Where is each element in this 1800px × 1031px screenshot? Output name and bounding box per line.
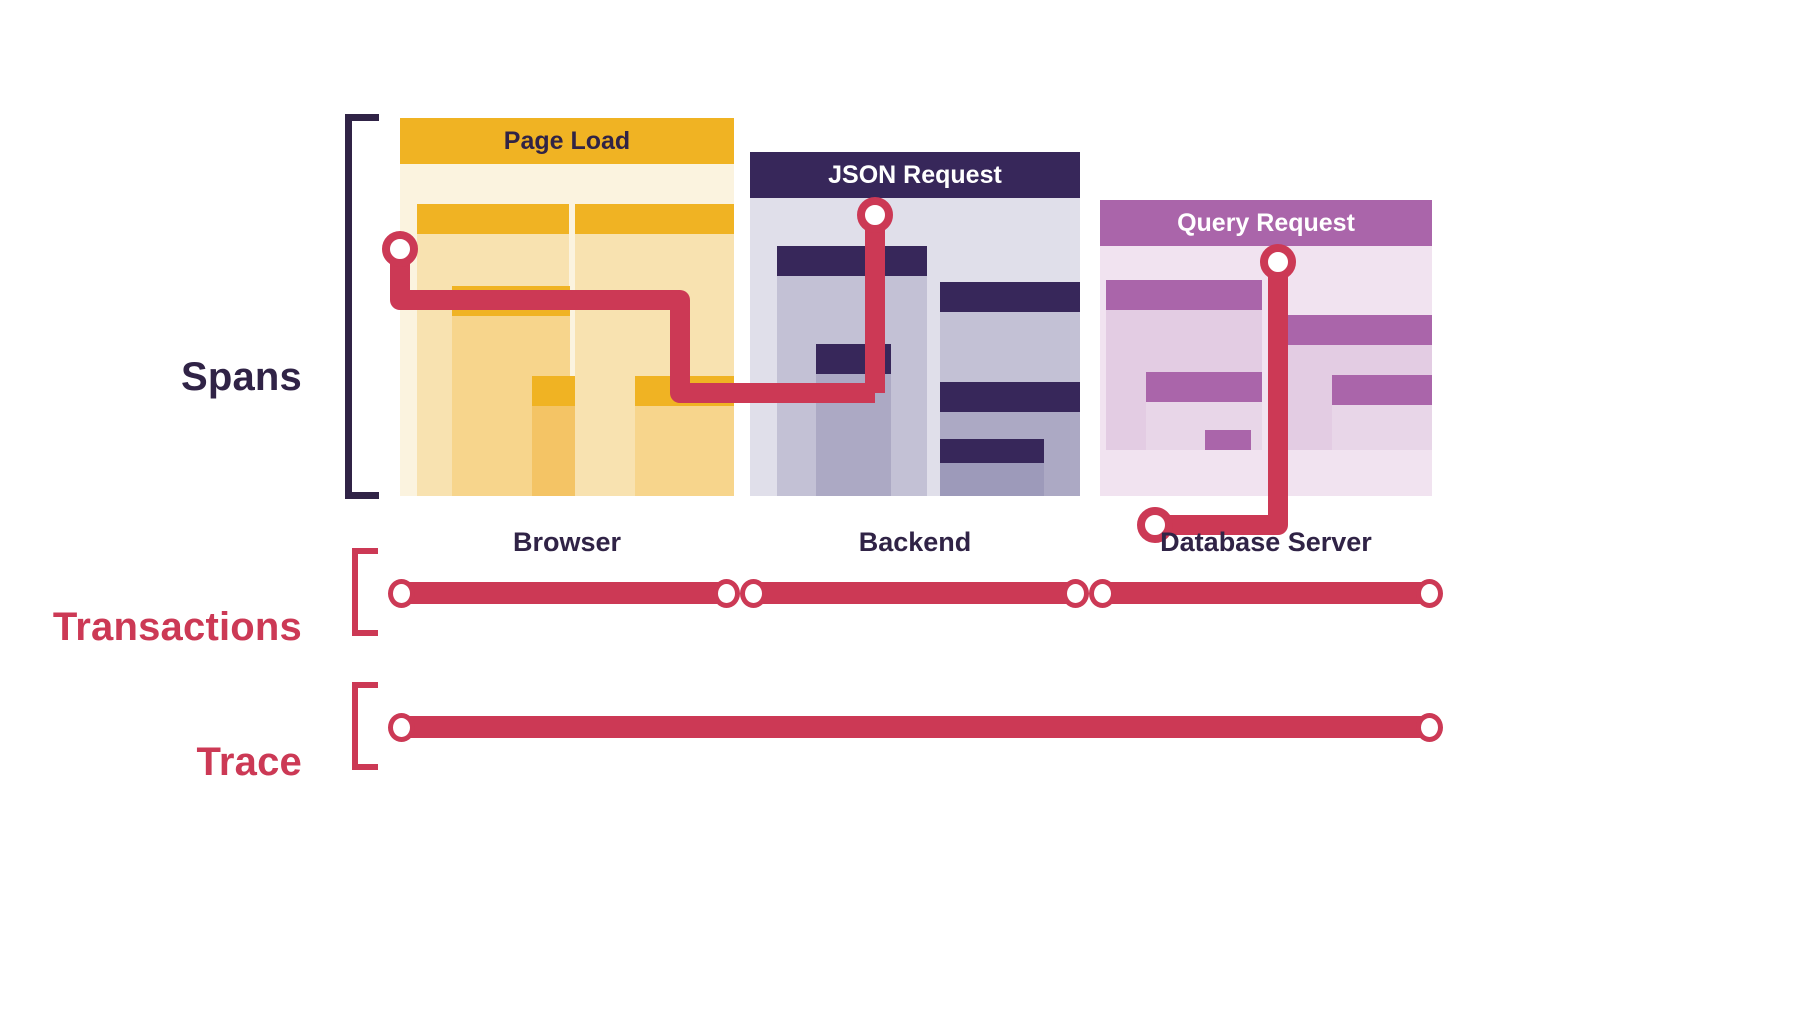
span-body (816, 374, 891, 496)
service-caption-browser: Browser (512, 527, 622, 557)
span-cap (940, 439, 1044, 463)
span-cap (635, 376, 734, 406)
service-caption-database: Database Server (1160, 527, 1372, 557)
trace-bar[interactable] (400, 716, 1431, 738)
row-label-spans: Spans (180, 355, 302, 399)
transaction-endpoint-browser-end[interactable] (713, 579, 740, 608)
span-cap (575, 204, 734, 234)
span-cap (1332, 375, 1432, 405)
transaction-endpoint-backend-end[interactable] (1062, 579, 1089, 608)
row-label-transactions: Transactions (52, 605, 302, 649)
transaction-bar-backend[interactable] (748, 582, 1076, 604)
transaction-title-page-load: Page Load (400, 118, 734, 164)
transaction-endpoint-database-start[interactable] (1089, 579, 1116, 608)
span-cap (1205, 430, 1251, 450)
span-cap (777, 246, 927, 276)
span-bar[interactable] (1205, 430, 1251, 450)
transaction-title-query-request: Query Request (1100, 200, 1432, 246)
span-cap (940, 282, 1080, 312)
trace-bracket (352, 682, 378, 770)
service-column-database: Query Request (1100, 200, 1432, 496)
span-bar[interactable] (940, 439, 1044, 496)
span-cap (452, 286, 570, 316)
span-cap (1272, 315, 1432, 345)
span-bar[interactable] (816, 344, 891, 496)
spans-bracket (345, 114, 379, 499)
span-cap (940, 382, 1080, 412)
row-label-trace: Trace (196, 740, 302, 784)
transaction-endpoint-browser-start[interactable] (388, 579, 415, 608)
service-column-browser: Page Load (400, 118, 734, 496)
transaction-endpoint-backend-start[interactable] (740, 579, 767, 608)
transaction-title-json-request: JSON Request (750, 152, 1080, 198)
trace-endpoint-start[interactable] (388, 713, 415, 742)
transactions-bracket (352, 548, 378, 636)
service-column-backend: JSON Request (750, 152, 1080, 496)
transaction-bar-browser[interactable] (400, 582, 728, 604)
trace-endpoint-end[interactable] (1416, 713, 1443, 742)
span-cap (816, 344, 891, 374)
span-body (1332, 405, 1432, 450)
span-cap (417, 204, 569, 234)
span-cap (1106, 280, 1262, 310)
span-cap (1146, 372, 1262, 402)
span-bar[interactable] (1332, 375, 1432, 450)
transaction-bar-database[interactable] (1097, 582, 1431, 604)
span-body (940, 463, 1044, 496)
span-bar[interactable] (635, 376, 734, 496)
transaction-endpoint-database-end[interactable] (1416, 579, 1443, 608)
service-caption-backend: Backend (858, 527, 972, 557)
span-body (635, 406, 734, 496)
